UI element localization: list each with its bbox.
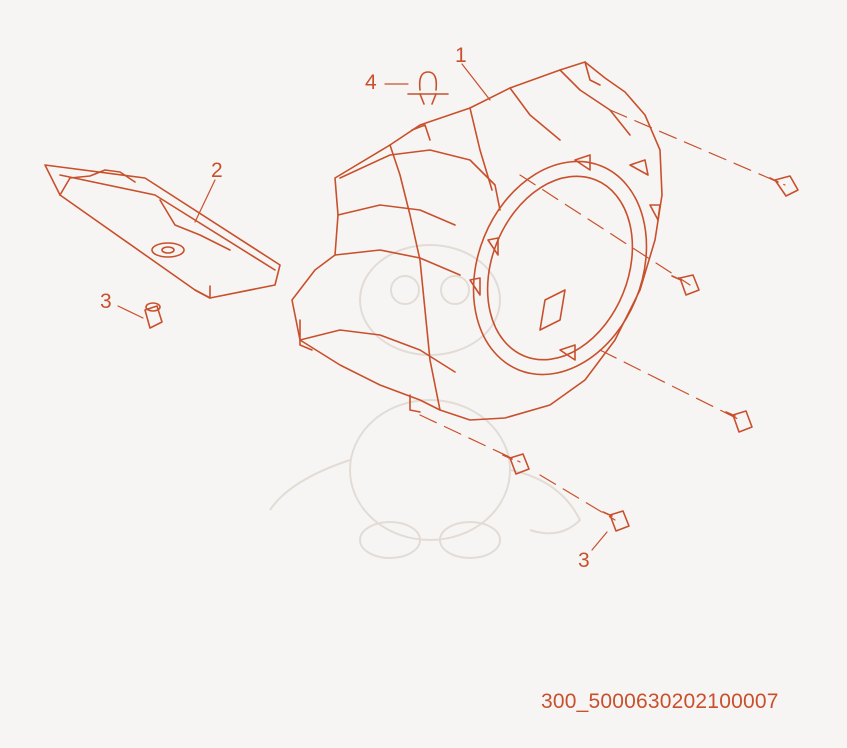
guard-plate [44, 164, 281, 299]
bolt-middle [671, 274, 700, 296]
mounting-lines [419, 109, 786, 521]
leader-line-guard [194, 179, 216, 223]
bolt-bottom-center [502, 453, 530, 475]
leader-line-bolt-bottom [591, 531, 608, 551]
bolt-lower-right [725, 410, 753, 433]
callout-bolt-left: 3 [100, 290, 112, 313]
watermark-mascot [269, 244, 582, 559]
leader-line-bolt-left [117, 305, 144, 319]
bolt-bottom [602, 510, 630, 532]
blower-housing [291, 61, 663, 421]
part-code-label: 300_5000630202100007 [541, 690, 779, 713]
callout-guard: 2 [211, 159, 223, 182]
leader-line-housing [461, 63, 491, 101]
callout-clip: 4 [365, 71, 377, 94]
callout-bolt-bottom: 3 [578, 549, 590, 572]
clip [407, 71, 449, 105]
bolt-left [144, 302, 163, 329]
bolt-upper-right [769, 175, 799, 197]
callout-housing: 1 [455, 44, 467, 67]
